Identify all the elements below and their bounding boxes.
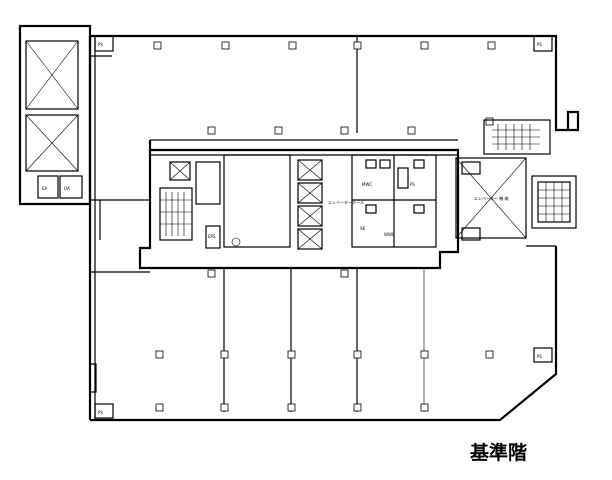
mwc-label: MWC (362, 182, 372, 187)
core: EPS エレベーターホール MWC WWC SK PS (138, 126, 460, 278)
lower-office-zone: PS PS (89, 199, 553, 419)
upper-office-zone: PS PS (90, 35, 553, 133)
ps-top-left: PS (98, 42, 103, 47)
ps-bottom-right: PS (537, 354, 542, 359)
right-stair (483, 119, 551, 155)
ps-small-label: PS (410, 182, 415, 187)
floor-caption: 基準階 (470, 442, 528, 464)
wwc-label: WWC (384, 232, 395, 237)
right-shaft: エレベーター 機 械 (455, 157, 577, 247)
ea-label: EA (42, 186, 48, 191)
ev-machine-label: エレベーター 機 械 (474, 195, 509, 201)
ps-top-right: PS (537, 42, 542, 47)
left-shaft-block: EA OA (18, 24, 92, 206)
outer-walls (88, 34, 580, 422)
sk-label: SK (360, 226, 366, 231)
oa-label: OA (64, 186, 70, 191)
ev-hall-label: エレベーターホール (328, 199, 364, 205)
ps-bottom-left: PS (98, 410, 103, 415)
eps-label: EPS (208, 234, 216, 239)
